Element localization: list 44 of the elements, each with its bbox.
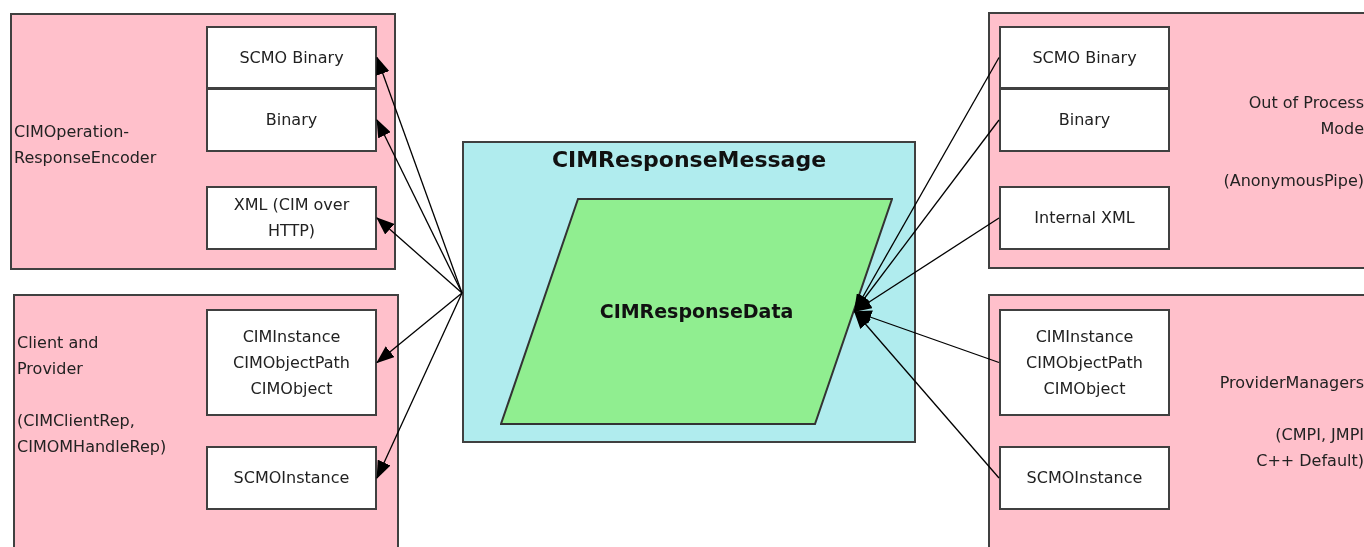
- panel-label: (AnonymousPipe): [1223, 170, 1364, 192]
- arrow: [853, 217, 1000, 313]
- message-box: [462, 141, 916, 443]
- component-panel: [10, 13, 396, 270]
- format-label: Internal XML: [1034, 207, 1135, 229]
- panel-label: (CIMClientRep, CIMOMHandleRep): [17, 410, 168, 458]
- format-label: CIMInstance CIMObjectPath CIMObject: [1025, 325, 1144, 400]
- arrow: [853, 310, 1000, 479]
- format-label: CIMInstance CIMObjectPath CIMObject: [232, 325, 351, 400]
- arrow: [376, 292, 463, 364]
- format-box: [206, 186, 377, 250]
- format-label: SCMOInstance: [233, 467, 350, 489]
- format-box: [206, 88, 377, 152]
- panel-label: CIMOperation-ResponseEncoder: [14, 121, 158, 169]
- message-title: CIMResponseMessage: [551, 146, 827, 174]
- arrow: [853, 119, 1000, 313]
- panel-label: Out of Process Mode: [1247, 92, 1364, 140]
- format-label: SCMOInstance: [1026, 467, 1143, 489]
- arrow: [376, 217, 463, 294]
- format-box: [206, 446, 377, 510]
- format-label: XML (CIM over HTTP): [232, 194, 351, 242]
- arrow: [853, 56, 1000, 313]
- format-box: [999, 309, 1170, 416]
- format-label: Binary: [1058, 109, 1111, 131]
- format-label: SCMO Binary: [1032, 46, 1137, 69]
- data-title: CIMResponseData: [599, 299, 794, 325]
- arrow: [376, 292, 463, 479]
- format-label: SCMO Binary: [239, 46, 344, 69]
- format-box: [206, 309, 377, 416]
- format-box: [999, 186, 1170, 250]
- panel-label: (CMPI, JMPI C++ Default): [1255, 424, 1364, 472]
- arrow: [376, 56, 463, 294]
- component-panel: [13, 294, 399, 547]
- format-label: Binary: [265, 109, 318, 131]
- arrow: [853, 310, 1000, 364]
- format-box: [999, 88, 1170, 152]
- panel-label: Client and Provider: [17, 332, 100, 380]
- format-box: [206, 26, 377, 89]
- component-panel: [988, 12, 1364, 269]
- arrow: [376, 119, 463, 294]
- panel-label: ProviderManagers: [1219, 372, 1364, 394]
- format-box: [999, 446, 1170, 510]
- component-panel: [988, 294, 1364, 547]
- format-box: [999, 26, 1170, 89]
